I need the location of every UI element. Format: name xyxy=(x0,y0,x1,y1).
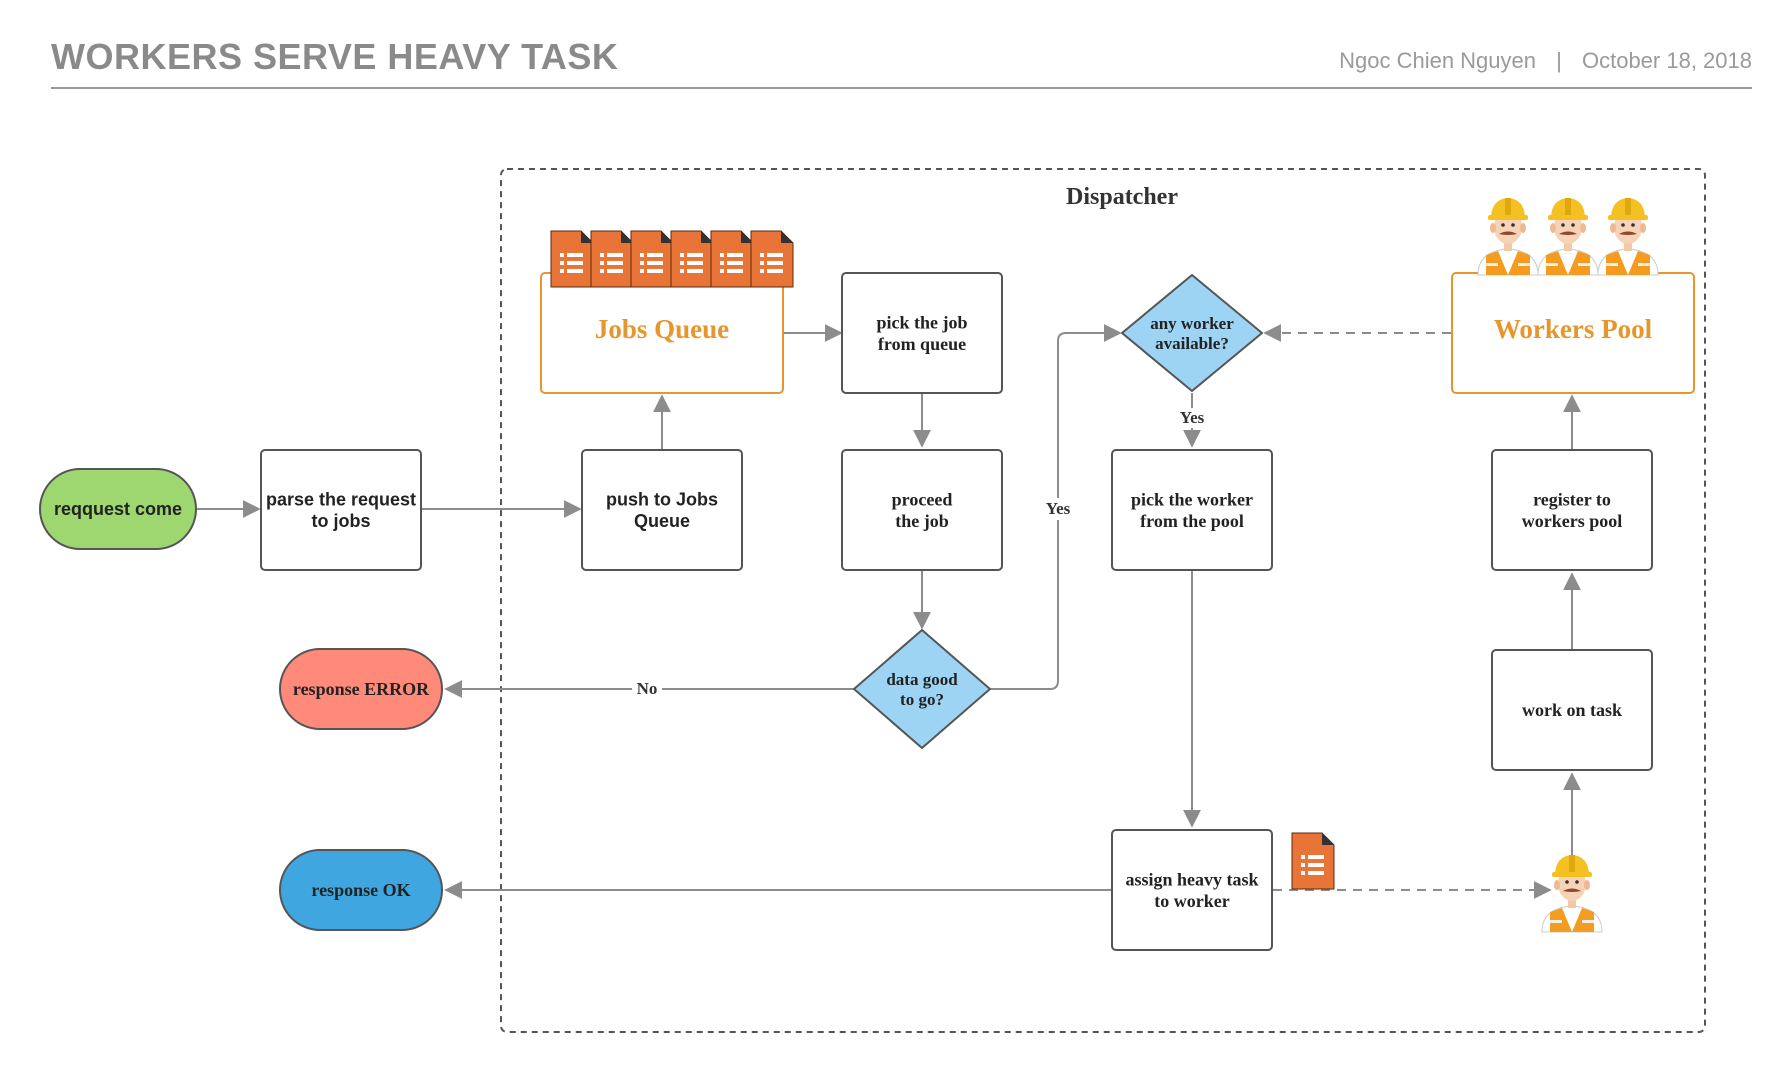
workers-pool-label: Workers Pool xyxy=(1494,314,1653,344)
text-line: from the pool xyxy=(1140,511,1244,531)
construction-worker-icon xyxy=(1477,197,1539,276)
text-line: to go? xyxy=(900,690,944,709)
text-line: assign heavy task xyxy=(1125,870,1258,890)
document-list-icon xyxy=(630,230,674,288)
work-task-label: work on task xyxy=(1522,700,1622,720)
header-divider xyxy=(51,87,1752,89)
text-line: any worker xyxy=(1150,314,1234,333)
start-terminal xyxy=(39,468,197,550)
text-line: from queue xyxy=(878,334,966,354)
document-list-icon xyxy=(590,230,634,288)
document-list-icon xyxy=(1291,832,1335,890)
work-task-box xyxy=(1491,649,1653,771)
start-terminal-label: reqquest come xyxy=(54,499,182,519)
text-line: push to Jobs xyxy=(606,490,718,510)
data-good-decision xyxy=(853,629,991,749)
text-line: to worker xyxy=(1154,891,1229,911)
document-list-icon xyxy=(710,230,754,288)
text-line: workers pool xyxy=(1522,511,1623,531)
pick-worker-box xyxy=(1111,449,1273,571)
push-queue-box xyxy=(581,449,743,571)
assign-task-box xyxy=(1111,829,1273,951)
register-pool-box xyxy=(1491,449,1653,571)
header-separator: | xyxy=(1556,48,1562,73)
any-worker-decision xyxy=(1121,274,1263,392)
edge-label-yes-worker: Yes xyxy=(1180,408,1205,427)
edges xyxy=(196,324,1581,899)
proceed-job-box xyxy=(841,449,1003,571)
text-line: to jobs xyxy=(312,511,371,531)
header-meta: Ngoc Chien Nguyen | October 18, 2018 xyxy=(1339,48,1752,74)
header-date: October 18, 2018 xyxy=(1581,48,1752,73)
text-line: pick the job xyxy=(876,313,967,333)
text-line: Queue xyxy=(634,511,690,531)
dispatcher-label: Dispatcher xyxy=(1066,184,1178,210)
text-line: pick the worker xyxy=(1131,490,1253,510)
response-error-label: response ERROR xyxy=(293,679,430,699)
response-ok-label: response OK xyxy=(311,880,410,900)
author-name: Ngoc Chien Nguyen xyxy=(1339,48,1537,73)
parse-request-box xyxy=(260,449,422,571)
text-line: proceed xyxy=(892,490,953,510)
text-line: parse the request xyxy=(266,490,416,510)
queued-jobs xyxy=(550,230,794,288)
response-error-terminal xyxy=(279,648,443,730)
text-line: data good xyxy=(886,670,958,689)
edge-label-no: No xyxy=(637,679,658,698)
construction-worker-icon xyxy=(1537,197,1599,276)
text-line: available? xyxy=(1155,334,1229,353)
page-title: WORKERS SERVE HEAVY TASK xyxy=(51,36,619,77)
construction-worker-icon xyxy=(1541,854,1603,933)
jobs-queue-label: Jobs Queue xyxy=(595,314,729,344)
dispatcher-container xyxy=(500,168,1706,1033)
construction-worker-icon xyxy=(1597,197,1659,276)
document-list-icon xyxy=(550,230,594,288)
document-list-icon xyxy=(750,230,794,288)
text-line: the job xyxy=(895,511,949,531)
pooled-workers xyxy=(1477,197,1659,276)
text-line: register to xyxy=(1533,490,1611,510)
response-ok-terminal xyxy=(279,849,443,931)
edge-label-yes-data: Yes xyxy=(1046,499,1071,518)
document-list-icon xyxy=(670,230,714,288)
pick-job-box xyxy=(841,272,1003,394)
